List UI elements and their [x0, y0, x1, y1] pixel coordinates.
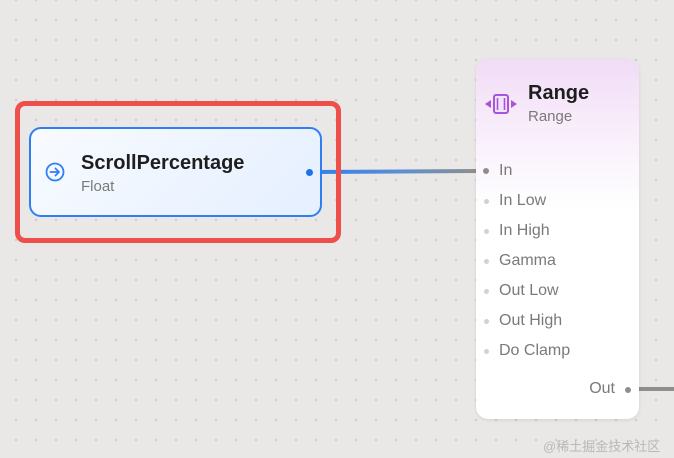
port-dot[interactable] [484, 199, 489, 204]
input-port-gamma[interactable]: Gamma [476, 250, 639, 272]
port-label: In [499, 162, 513, 179]
port-label: In Low [499, 192, 547, 209]
port-dot[interactable] [484, 349, 489, 354]
port-dot[interactable] [484, 259, 489, 264]
node-title: ScrollPercentage [81, 152, 245, 174]
input-port-out-high[interactable]: Out High [476, 310, 639, 332]
input-port-in-high[interactable]: In High [476, 220, 639, 242]
port-label: Gamma [499, 252, 556, 269]
node-header [476, 59, 639, 209]
input-port-in-low[interactable]: In Low [476, 190, 639, 212]
port-dot[interactable] [484, 289, 489, 294]
output-port[interactable] [306, 169, 313, 176]
port-label: Do Clamp [499, 342, 571, 359]
input-port-in[interactable]: In [476, 160, 639, 182]
range-bracket-icon [485, 94, 517, 114]
range-node[interactable]: Range Range In In Low In High Gamma Out … [476, 59, 639, 419]
output-port-label: Out [589, 380, 615, 397]
node-type: Range [528, 108, 573, 125]
port-dot[interactable] [484, 229, 489, 234]
input-port-out-low[interactable]: Out Low [476, 280, 639, 302]
port-dot[interactable] [483, 168, 489, 174]
watermark: @稀土掘金技术社区 [543, 439, 661, 454]
node-title: Range [528, 82, 590, 104]
highlight-annotation [15, 101, 341, 243]
port-label: Out Low [499, 282, 559, 299]
port-label: Out High [499, 312, 563, 329]
port-dot[interactable] [484, 319, 489, 324]
input-port-do-clamp[interactable]: Do Clamp [476, 340, 639, 362]
output-port-out[interactable] [625, 387, 631, 393]
node-type: Float [81, 178, 115, 195]
scroll-percentage-node[interactable]: ScrollPercentage Float [29, 127, 322, 217]
port-label: In High [499, 222, 550, 239]
arrow-right-circle-icon [45, 162, 65, 182]
